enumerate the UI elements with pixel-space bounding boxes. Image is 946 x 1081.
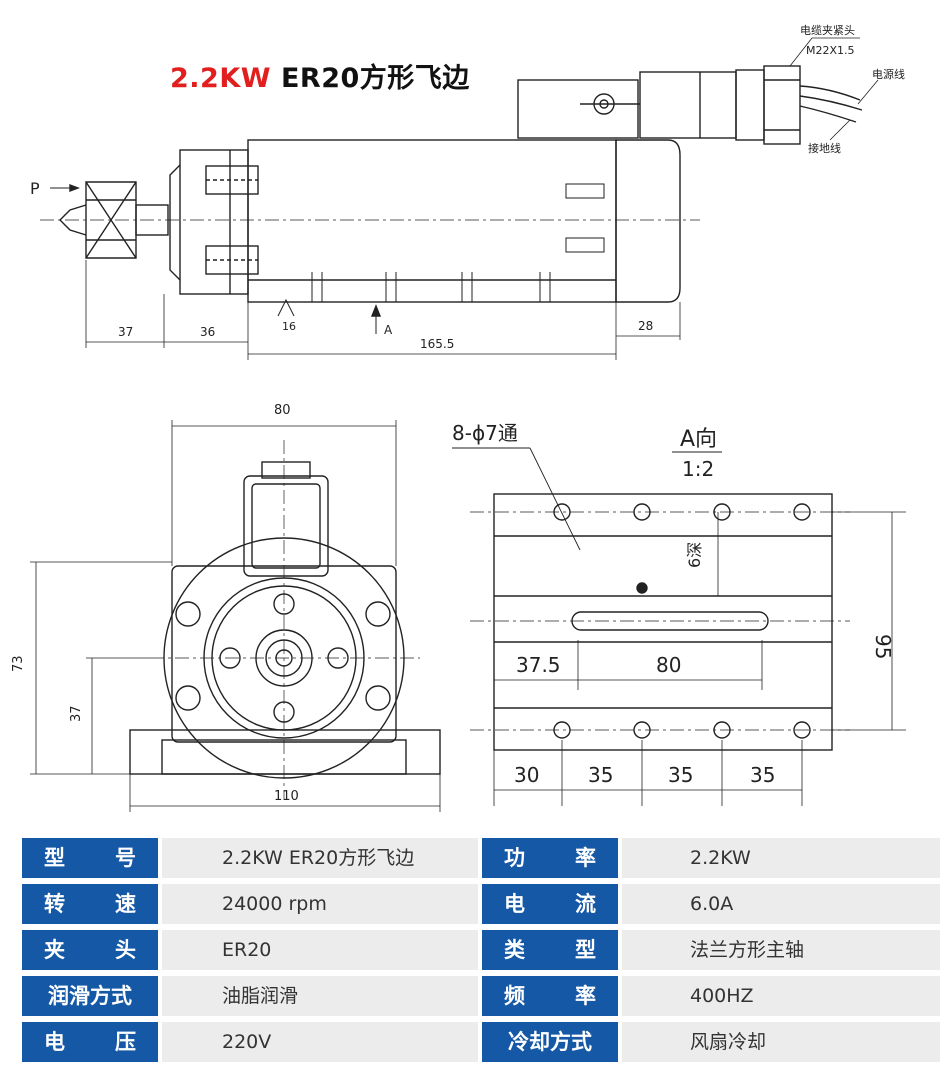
label-view-a: A	[384, 323, 393, 337]
spec-row: 转速 24000 rpm 电流 6.0A	[22, 884, 940, 924]
label-roughness: 16	[282, 320, 296, 333]
dim-37: 37	[118, 325, 133, 339]
dim-36: 36	[200, 325, 215, 339]
spec-value: 法兰方形主轴	[622, 930, 940, 970]
spec-label: 夹头	[22, 930, 158, 970]
label-p: P	[30, 179, 40, 198]
callout-cable-clamp: 电缆夹紧头	[800, 24, 855, 37]
spec-value: 油脂润滑	[162, 976, 478, 1016]
dim-front-110: 110	[274, 789, 299, 804]
dim-a-30: 30	[514, 763, 539, 787]
dim-a-35-2: 35	[668, 763, 693, 787]
callout-power-line: 电源线	[872, 67, 905, 81]
spec-value: 400HZ	[622, 976, 940, 1016]
spec-value: 220V	[162, 1022, 478, 1062]
dim-front-73: 73	[11, 655, 26, 672]
dim-a-35-1: 35	[588, 763, 613, 787]
dim-165: 165.5	[420, 337, 454, 351]
dim-a-35-3: 35	[750, 763, 775, 787]
spec-label: 型号	[22, 838, 158, 878]
spec-label: 电压	[22, 1022, 158, 1062]
spindle-body	[247, 139, 617, 303]
spec-value: 6.0A	[622, 884, 940, 924]
dim-a-80: 80	[656, 653, 681, 677]
title-power: 2.2KW	[170, 63, 272, 94]
dim-a-375: 37.5	[516, 653, 561, 677]
spec-row: 型号 2.2KW ER20方形飞边 功率 2.2KW	[22, 838, 940, 878]
dim-front-37: 37	[69, 705, 84, 722]
spec-label: 润滑方式	[22, 976, 158, 1016]
spec-label: 类型	[482, 930, 618, 970]
view-a-scale: 1:2	[682, 457, 714, 481]
spec-label: 转速	[22, 884, 158, 924]
spec-value: 2.2KW	[622, 838, 940, 878]
page-title: 2.2KW ER20方形飞边	[170, 56, 470, 95]
dim-front-80: 80	[274, 403, 291, 418]
spec-label: 频率	[482, 976, 618, 1016]
spec-value: 风扇冷却	[622, 1022, 940, 1062]
note-depth: 6深	[685, 542, 704, 568]
view-a-title: A向	[680, 427, 717, 452]
spec-value: ER20	[162, 930, 478, 970]
callout-ground-line: 接地线	[808, 141, 841, 155]
dim-a-95: 95	[871, 634, 895, 659]
dim-28: 28	[638, 319, 653, 333]
spec-row: 夹头 ER20 类型 法兰方形主轴	[22, 930, 940, 970]
callout-thread: M22X1.5	[806, 44, 855, 57]
note-holes: 8-ϕ7通	[452, 421, 518, 445]
spec-label: 功率	[482, 838, 618, 878]
spec-label: 冷却方式	[482, 1022, 618, 1062]
spec-value: 24000 rpm	[162, 884, 478, 924]
mounting-face	[493, 493, 833, 751]
spec-row: 电压 220V 冷却方式 风扇冷却	[22, 1022, 940, 1062]
spec-row: 润滑方式 油脂润滑 频率 400HZ	[22, 976, 940, 1016]
title-name: ER20方形飞边	[280, 63, 470, 94]
spec-label: 电流	[482, 884, 618, 924]
technical-drawing: 电缆夹紧头 M22X1.5 电源线 接地线 P A 16 37 36 165.5…	[11, 24, 906, 812]
spec-value: 2.2KW ER20方形飞边	[162, 838, 478, 878]
